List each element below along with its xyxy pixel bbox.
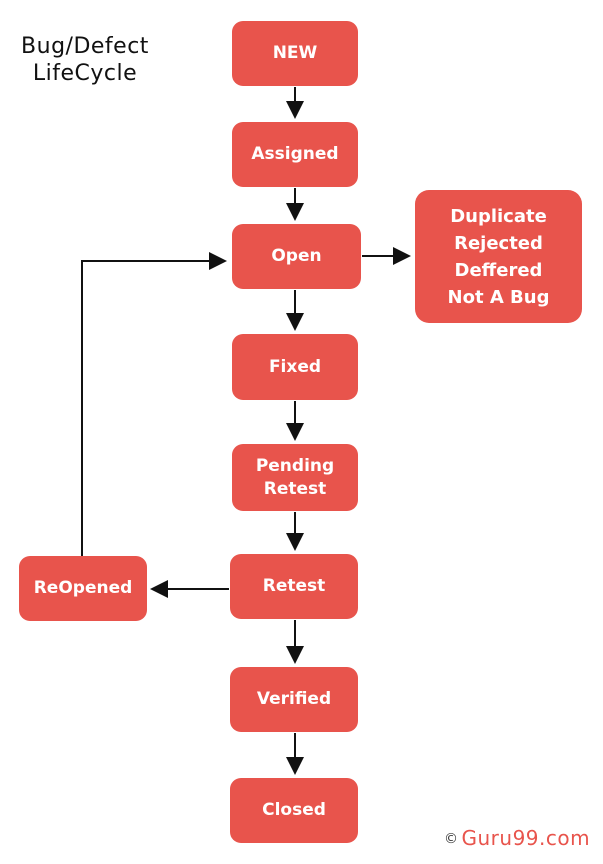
node-reopened: ReOpened bbox=[19, 556, 147, 621]
node-retest-label: Retest bbox=[262, 576, 326, 596]
node-pending-retest-label-line1: Pending bbox=[255, 455, 335, 476]
terminal-label-not-a-bug: Not A Bug bbox=[447, 286, 550, 308]
node-closed: Closed bbox=[230, 778, 358, 843]
node-verified: Verified bbox=[230, 667, 358, 732]
watermark-text: Guru99.com bbox=[461, 826, 591, 850]
node-reopened-label: ReOpened bbox=[33, 578, 133, 598]
node-open: Open bbox=[232, 224, 361, 289]
node-retest: Retest bbox=[230, 554, 358, 619]
node-open-label: Open bbox=[271, 246, 322, 266]
node-assigned-label: Assigned bbox=[251, 144, 339, 164]
terminal-label-deffered: Deffered bbox=[454, 259, 543, 281]
terminal-label-rejected: Rejected bbox=[454, 232, 543, 254]
arrow-reopened-to-open bbox=[81, 252, 227, 556]
node-fixed: Fixed bbox=[232, 334, 358, 400]
terminal-label-duplicate: Duplicate bbox=[450, 205, 547, 227]
diagram-title-line2: LifeCycle bbox=[32, 61, 138, 86]
diagram-title: Bug/Defect LifeCycle bbox=[12, 33, 158, 87]
node-pending-retest: Pending Retest bbox=[232, 444, 358, 511]
node-closed-label: Closed bbox=[262, 800, 326, 820]
copyright-icon: © bbox=[444, 831, 459, 847]
node-terminal-states: Duplicate Rejected Deffered Not A Bug bbox=[415, 190, 582, 323]
node-verified-label: Verified bbox=[256, 689, 332, 709]
node-assigned: Assigned bbox=[232, 122, 358, 187]
node-new-label: NEW bbox=[272, 43, 318, 63]
node-new: NEW bbox=[232, 21, 358, 86]
watermark: ©Guru99.com bbox=[444, 826, 594, 850]
node-fixed-label: Fixed bbox=[268, 356, 322, 377]
node-pending-retest-label-line2: Retest bbox=[263, 478, 327, 499]
diagram-title-line1: Bug/Defect bbox=[21, 34, 149, 59]
